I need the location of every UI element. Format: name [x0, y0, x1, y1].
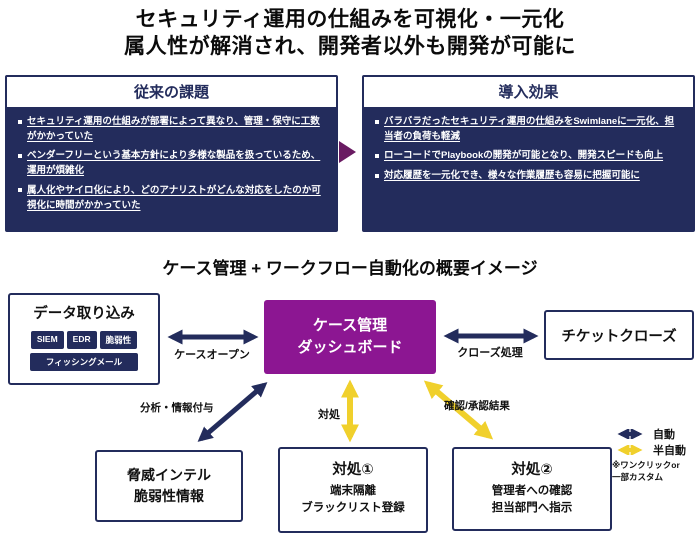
action1-title: 対処①: [332, 462, 374, 478]
action2-line2: 担当部門へ指示: [491, 502, 573, 515]
node-data-ingest: データ取り込み SIEM EDR 脆弱性 フィッシングメール: [8, 293, 160, 385]
main-title-line2: 属人性が解消され、開発者以外も開発が可能に: [124, 35, 576, 58]
legend-semi-auto-label: 半自動: [653, 445, 686, 457]
data-ingest-title: データ取り込み: [33, 306, 135, 322]
bullet-item: セキュリティ運用の仕組みが部署によって異なり、管理・保守に工数がかかっていた: [17, 115, 326, 144]
main-title-line1: セキュリティ運用の仕組みを可視化・一元化: [135, 8, 565, 31]
intel-line1: 脅威インテル: [127, 467, 211, 483]
node-case-dashboard: ケース管理 ダッシュボード: [264, 300, 436, 374]
node-action-1: 対処① 端末隔離 ブラックリスト登録: [278, 447, 428, 533]
dashboard-line2: ダッシュボード: [297, 339, 403, 356]
flow-arrows: [167, 328, 539, 443]
bullet-item: 属人化やサイロ化により、どのアナリストがどんな対応をしたのか可視化に時間がかかっ…: [17, 184, 326, 213]
legend-auto-label: 自動: [653, 429, 675, 441]
bullet-item: ベンダーフリーという基本方針により多様な製品を扱っているため、運用が煩雑化: [17, 149, 326, 178]
arrow-confirm: [423, 380, 494, 440]
panel-effects-bullet-list: バラバラだったセキュリティ運用の仕組みをSwimlaneに一元化、担当者の負荷も…: [364, 107, 693, 193]
ticket-close-title: チケットクローズ: [561, 328, 677, 345]
transition-arrow-icon: [339, 141, 356, 163]
intel-line2: 脆弱性情報: [134, 488, 204, 504]
node-ticket-close: チケットクローズ: [544, 310, 694, 360]
action1-line1: 端末隔離: [330, 485, 376, 497]
legend-note-line1: ※ワンクリックor: [612, 460, 680, 470]
dashboard-line1: ケース管理: [312, 317, 388, 335]
action1-line2: ブラックリスト登録: [301, 502, 405, 515]
label-case-open: ケースオープン: [174, 349, 250, 361]
workflow-diagram: データ取り込み SIEM EDR 脆弱性 フィッシングメール ケース管理 ダッシ…: [0, 283, 700, 535]
panel-effects-title: 導入効果: [364, 77, 693, 107]
arrow-analysis: [197, 382, 268, 442]
panel-issues-title: 従来の課題: [7, 77, 336, 107]
bullet-item: バラバラだったセキュリティ運用の仕組みをSwimlaneに一元化、担当者の負荷も…: [374, 115, 683, 144]
legend-auto-arrow-icon: [617, 429, 643, 439]
chip-siem: SIEM: [30, 331, 64, 349]
legend-note-line2: 一部カスタム: [612, 471, 664, 482]
label-analysis: 分析・情報付与: [140, 402, 214, 414]
panel-adoption-effects: 導入効果 バラバラだったセキュリティ運用の仕組みをSwimlaneに一元化、担当…: [362, 75, 695, 232]
legend-semi-auto: 半自動: [612, 442, 686, 458]
chip-phishing-mail: フィッシングメール: [29, 353, 139, 371]
panel-issues-bullet-list: セキュリティ運用の仕組みが部署によって異なり、管理・保守に工数がかかっていたベン…: [7, 107, 336, 222]
bullet-item: 対応履歴を一元化でき、様々な作業履歴も容易に把握可能に: [374, 169, 683, 184]
chip-vulnerability: 脆弱性: [99, 331, 138, 349]
node-threat-intel: 脅威インテル 脆弱性情報: [95, 450, 243, 522]
source-chips: SIEM EDR 脆弱性: [10, 331, 158, 349]
legend-note: ※ワンクリックor 一部カスタム: [612, 460, 680, 484]
label-respond: 対処: [318, 409, 340, 421]
panel-conventional-issues: 従来の課題 セキュリティ運用の仕組みが部署によって異なり、管理・保守に工数がかか…: [5, 75, 338, 232]
action2-title: 対処②: [511, 462, 553, 478]
legend-semi-auto-arrow-icon: [617, 445, 643, 455]
node-action-2: 対処② 管理者への確認 担当部門へ指示: [452, 447, 612, 531]
action2-line1: 管理者への確認: [491, 485, 573, 497]
bullet-item: ローコードでPlaybookの開発が可能となり、開発スピードも向上: [374, 149, 683, 164]
diagram-title: ケース管理 + ワークフロー自動化の概要イメージ: [162, 259, 538, 278]
chip-edr: EDR: [66, 331, 97, 349]
legend-auto: 自動: [612, 426, 675, 442]
label-confirm: 確認/承認結果: [444, 400, 510, 412]
label-close-process: クローズ処理: [457, 347, 523, 359]
